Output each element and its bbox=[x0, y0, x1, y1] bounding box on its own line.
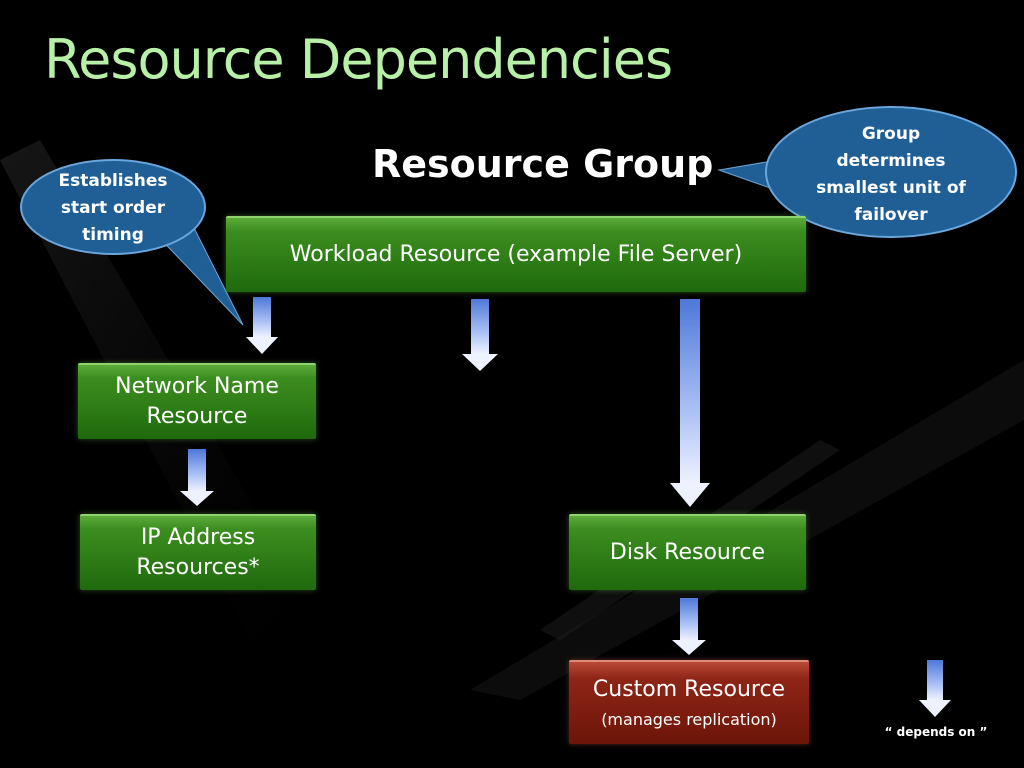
arrow-network-to-ip bbox=[180, 449, 214, 506]
arrow-workload-to-center bbox=[462, 299, 498, 371]
custom-resource-box: Custom Resource (manages replication) bbox=[569, 660, 809, 744]
arrow-disk-to-custom bbox=[672, 598, 706, 655]
workload-resource-label: Workload Resource (example File Server) bbox=[289, 242, 743, 267]
arrow-workload-to-network bbox=[246, 297, 278, 354]
custom-resource-note: (manages replication) bbox=[601, 710, 777, 729]
callout-failover bbox=[717, 106, 1017, 238]
ip-address-resources-box: IP Address Resources* bbox=[80, 514, 316, 590]
disk-resource-label: Disk Resource bbox=[609, 540, 766, 565]
ip-address-resources-label: IP Address Resources* bbox=[136, 525, 260, 580]
network-name-resource-box: Network Name Resource bbox=[78, 363, 316, 439]
disk-resource-box: Disk Resource bbox=[569, 514, 806, 590]
callout-start-order-text: Establishes start order timing bbox=[58, 171, 168, 245]
custom-resource-label: Custom Resource bbox=[592, 677, 786, 702]
workload-resource-box: Workload Resource (example File Server) bbox=[226, 216, 806, 292]
arrow-workload-to-disk bbox=[670, 299, 710, 507]
legend-arrow bbox=[919, 660, 951, 717]
legend-depends-on-label: “ depends on ” bbox=[884, 725, 988, 739]
network-name-resource-label: Network Name Resource bbox=[115, 374, 279, 429]
callout-failover-text: Group determines smallest unit of failov… bbox=[816, 124, 966, 225]
slide-title: Resource Dependencies bbox=[44, 28, 673, 91]
callout-start-order bbox=[20, 159, 244, 326]
resource-group-title: Resource Group bbox=[372, 142, 714, 186]
